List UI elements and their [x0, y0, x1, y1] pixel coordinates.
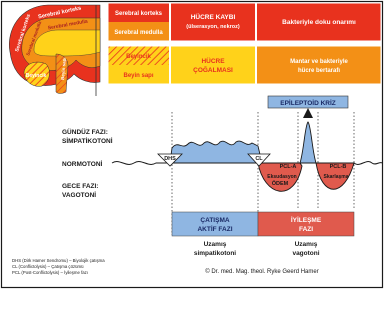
cell-outcome-2: Mantar ve bakteriyle: [290, 59, 348, 65]
cell-region-3: Beyin sapı: [123, 73, 153, 79]
brain-inner-white: [33, 29, 101, 57]
brain-illustration: Serebral korteks Serebral korteks Serebr…: [9, 4, 101, 96]
cell-region-1: Serebral medulla: [114, 30, 163, 36]
cl-label: CL: [255, 156, 263, 162]
normotonia-line-end: [353, 161, 383, 165]
dhs-label: DHS: [164, 156, 176, 162]
healing-phase-label: İYİLEŞME: [291, 216, 322, 224]
footnote-cl: CL (Conflictolysis) – Çatışma çözümü: [12, 264, 84, 269]
cell-outcome-0: Bakteriyle doku onarımı: [282, 19, 356, 26]
cell-activity-0: HÜCRE KAYBI: [191, 12, 236, 21]
day-phase-label-2: SİMPATİKOTONİ: [62, 137, 113, 145]
cell-activity-0-sub: (ülserasyon, nekroz): [186, 24, 240, 30]
sympathicotony-label: Uzamış: [204, 241, 227, 248]
vagotony-label-2: vagotoni: [292, 250, 319, 257]
label-cerebellum: Beyincik: [26, 73, 47, 79]
normotonia-line: [111, 161, 170, 165]
footnotes: DHS (Dirk Hamer Sendromu) – Biyolojik ça…: [12, 258, 105, 275]
day-phase-label: GÜNDÜZ FAZI:: [62, 127, 108, 136]
region-table: Serebral korteks Serebral medulla Beyinc…: [107, 2, 382, 85]
label-brainstem: Beyin sapı: [60, 57, 67, 80]
active-phase-label-2: AKTİF FAZI: [197, 225, 232, 233]
vagotony-area-left: [257, 162, 303, 192]
sympathicotony-label-2: simpatikotoni: [194, 250, 236, 257]
brain-cerebellum: [23, 61, 50, 87]
dhs-marker: [157, 153, 183, 167]
footnote-pcl: PCL (Post-Conflictolysis) – İyileşme faz…: [12, 270, 88, 275]
copyright: © Dr. med. Mag. theol. Ryke Geerd Hamer: [205, 268, 318, 275]
cell-activity-2: HÜCRE: [201, 56, 225, 65]
night-phase-label-2: VAGOTONİ: [62, 191, 96, 199]
vagotony-label: Uzamış: [295, 241, 318, 248]
vagotony-area-right: [315, 162, 355, 190]
epileptoid-spike: [299, 121, 317, 164]
pcl-a-label: PCL-A: [280, 164, 297, 170]
healing-phase-box: [257, 211, 355, 237]
cell-region-2: Beyincik: [126, 54, 151, 60]
cell-outcome-2-sub: hücre bertarafı: [298, 68, 340, 74]
brain-stem: [55, 53, 69, 94]
epileptoid-label: EPİLEPTOİD KRİZ: [280, 99, 336, 107]
normotoni-label: NORMOTONİ: [62, 160, 103, 168]
skarlasma-label: Skarlaşma: [323, 174, 348, 180]
healing-phase-label-2: FAZI: [299, 226, 313, 233]
footnote-dhs: DHS (Dirk Hamer Sendromu) – Biyolojik ça…: [12, 258, 105, 263]
sympathicotony-area: [169, 140, 263, 164]
pcl-b-label: PCL-B: [330, 164, 347, 170]
cl-marker: [247, 153, 271, 167]
odem-label: ÖDEM: [272, 180, 289, 187]
cell-activity-2-sub: ÇOĞALMASI: [193, 65, 233, 74]
eksudasyon-label: Eksudasyon: [267, 174, 296, 180]
night-phase-label: GECE FAZI:: [62, 183, 98, 190]
phase-diagram: EPİLEPTOİD KRİZ DHS CL PCL-A PCL-B Eksud…: [62, 95, 383, 257]
cell-region-0: Serebral korteks: [115, 11, 163, 17]
active-phase-label: ÇATIŞMA: [200, 217, 229, 224]
